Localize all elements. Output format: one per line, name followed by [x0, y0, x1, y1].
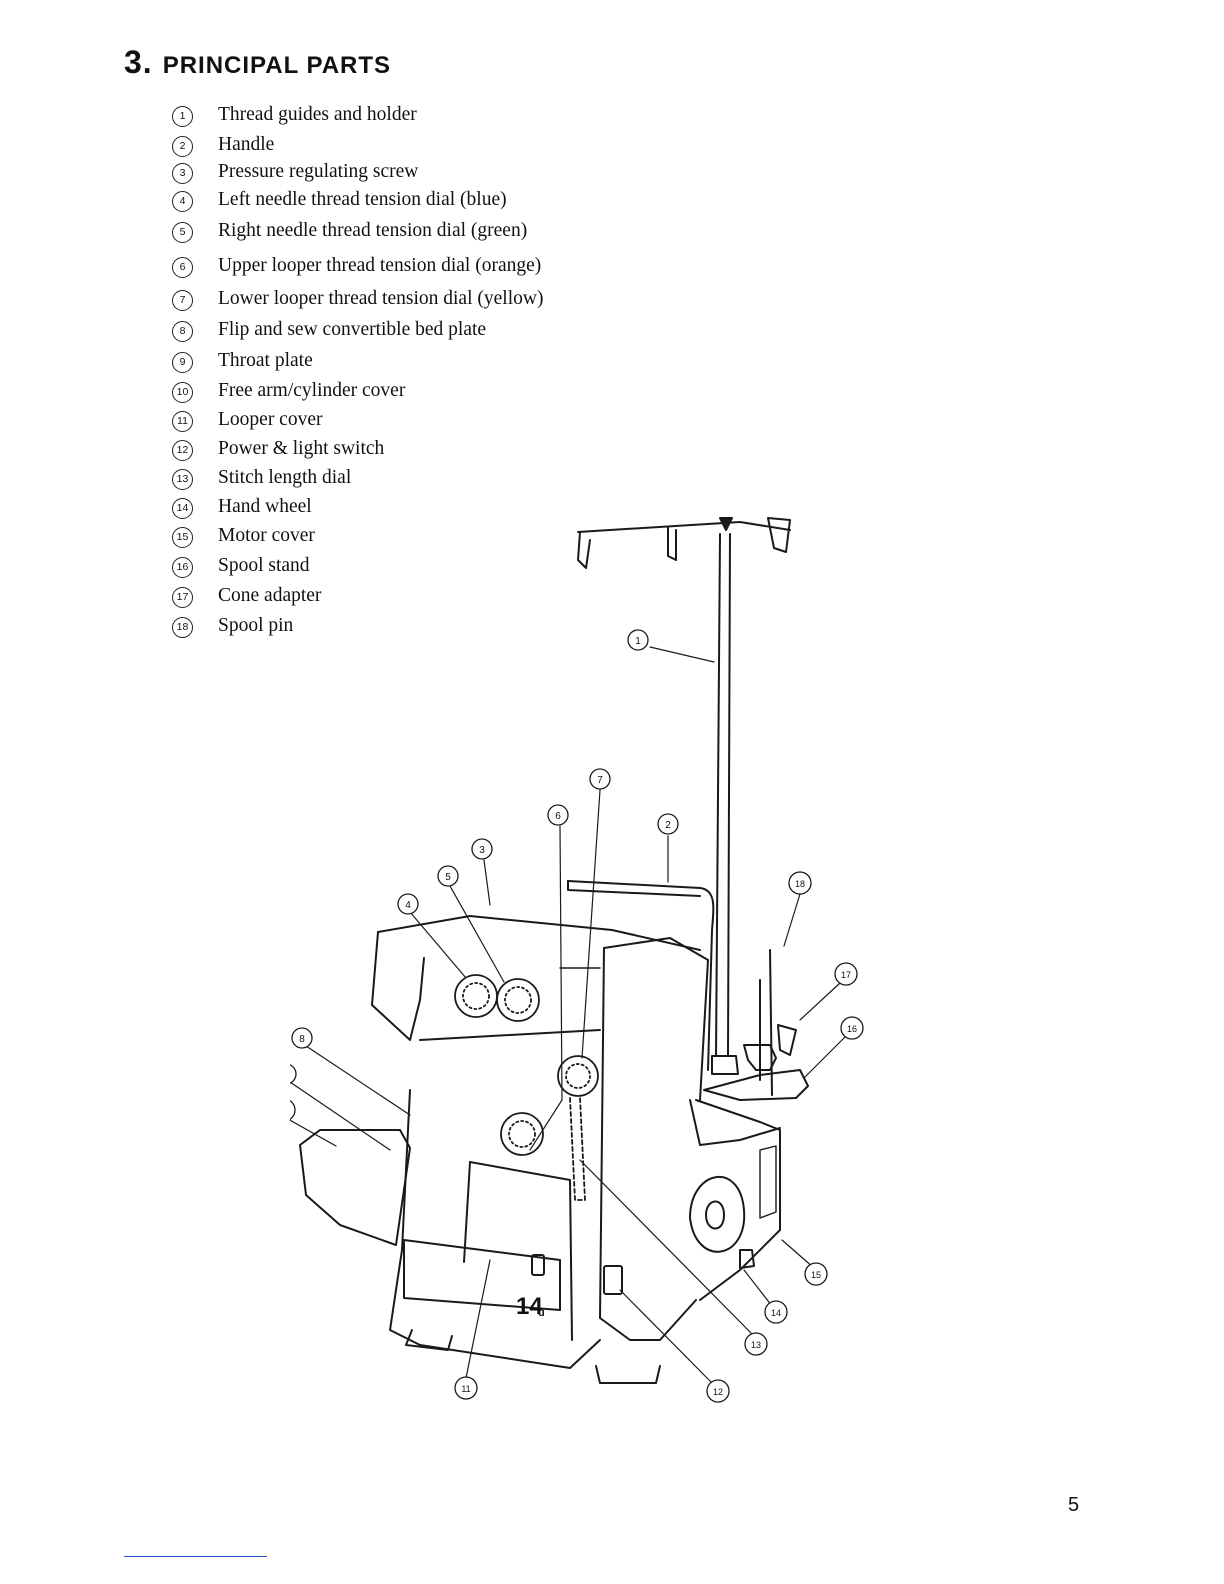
part-label: Spool stand: [218, 555, 310, 576]
part-number-circle: 1: [172, 106, 193, 127]
spool-holder-drawing: [577, 517, 791, 1075]
tension-dials-drawing: [454, 974, 599, 1201]
part-label: Lower looper thread tension dial (yellow…: [218, 288, 544, 309]
svg-text:15: 15: [811, 1270, 821, 1280]
part-number-circle: 11: [172, 411, 193, 432]
part-label: Hand wheel: [218, 496, 312, 517]
part-label: Cone adapter: [218, 585, 322, 606]
part-number-circle: 15: [172, 527, 193, 548]
svg-text:13: 13: [751, 1340, 761, 1350]
callout-leader-lines: [290, 646, 847, 1384]
page-number: 5: [1068, 1494, 1080, 1516]
svg-text:14: 14: [771, 1308, 781, 1318]
svg-text:2: 2: [665, 820, 671, 831]
part-label: Pressure regulating screw: [218, 161, 419, 182]
svg-text:5: 5: [445, 872, 451, 883]
part-number-circle: 18: [172, 617, 193, 638]
part-number-circle: 13: [172, 469, 193, 490]
part-label: Motor cover: [218, 525, 315, 546]
part-label: Handle: [218, 134, 275, 155]
section-heading: 3. PRINCIPAL PARTS: [124, 44, 391, 81]
svg-text:6: 6: [555, 811, 561, 822]
footer-divider: [124, 1556, 267, 1557]
part-number-circle: 8: [172, 321, 193, 342]
svg-text:17: 17: [841, 970, 851, 980]
part-label: Looper cover: [218, 409, 323, 430]
serger-illustration: 1 2 3 4 5 6 7 8 9 10 11 12 13 14 15 16 1…: [290, 517, 864, 1403]
svg-text:3: 3: [479, 845, 485, 856]
part-label: Right needle thread tension dial (green): [218, 220, 528, 241]
section-number: 3.: [124, 44, 153, 80]
part-number-circle: 4: [172, 191, 193, 212]
machine-body-drawing: [299, 880, 809, 1384]
svg-text:11: 11: [461, 1384, 470, 1394]
model-suffix: u: [538, 1307, 545, 1319]
part-number-circle: 14: [172, 498, 193, 519]
part-label: Free arm/cylinder cover: [218, 380, 406, 401]
svg-text:7: 7: [597, 775, 603, 786]
svg-text:8: 8: [299, 1034, 305, 1045]
part-number-circle: 3: [172, 163, 193, 184]
part-number-circle: 12: [172, 440, 193, 461]
part-number-circle: 5: [172, 222, 193, 243]
callout-numbers: 1 2 3 4 5 6 7 8 9 10 11 12 13 14 15 16 1…: [290, 629, 864, 1403]
svg-text:1: 1: [635, 636, 641, 647]
part-number-circle: 10: [172, 382, 193, 403]
svg-text:18: 18: [795, 879, 805, 889]
model-label: 14: [516, 1293, 543, 1320]
part-number-circle: 2: [172, 136, 193, 157]
part-label: Stitch length dial: [218, 467, 352, 488]
svg-text:12: 12: [713, 1387, 723, 1397]
part-number-circle: 6: [172, 257, 193, 278]
part-number-circle: 7: [172, 290, 193, 311]
part-number-circle: 16: [172, 557, 193, 578]
part-label: Upper looper thread tension dial (orange…: [218, 255, 542, 276]
part-number-circle: 9: [172, 352, 193, 373]
svg-text:4: 4: [405, 900, 411, 911]
part-label: Power & light switch: [218, 438, 385, 459]
section-title: PRINCIPAL PARTS: [162, 52, 392, 79]
part-label: Flip and sew convertible bed plate: [218, 319, 487, 340]
svg-text:16: 16: [847, 1024, 857, 1034]
part-label: Spool pin: [218, 615, 294, 636]
part-number-circle: 17: [172, 587, 193, 608]
part-label: Left needle thread tension dial (blue): [218, 189, 507, 210]
part-label: Throat plate: [218, 350, 313, 371]
part-label: Thread guides and holder: [218, 104, 417, 125]
